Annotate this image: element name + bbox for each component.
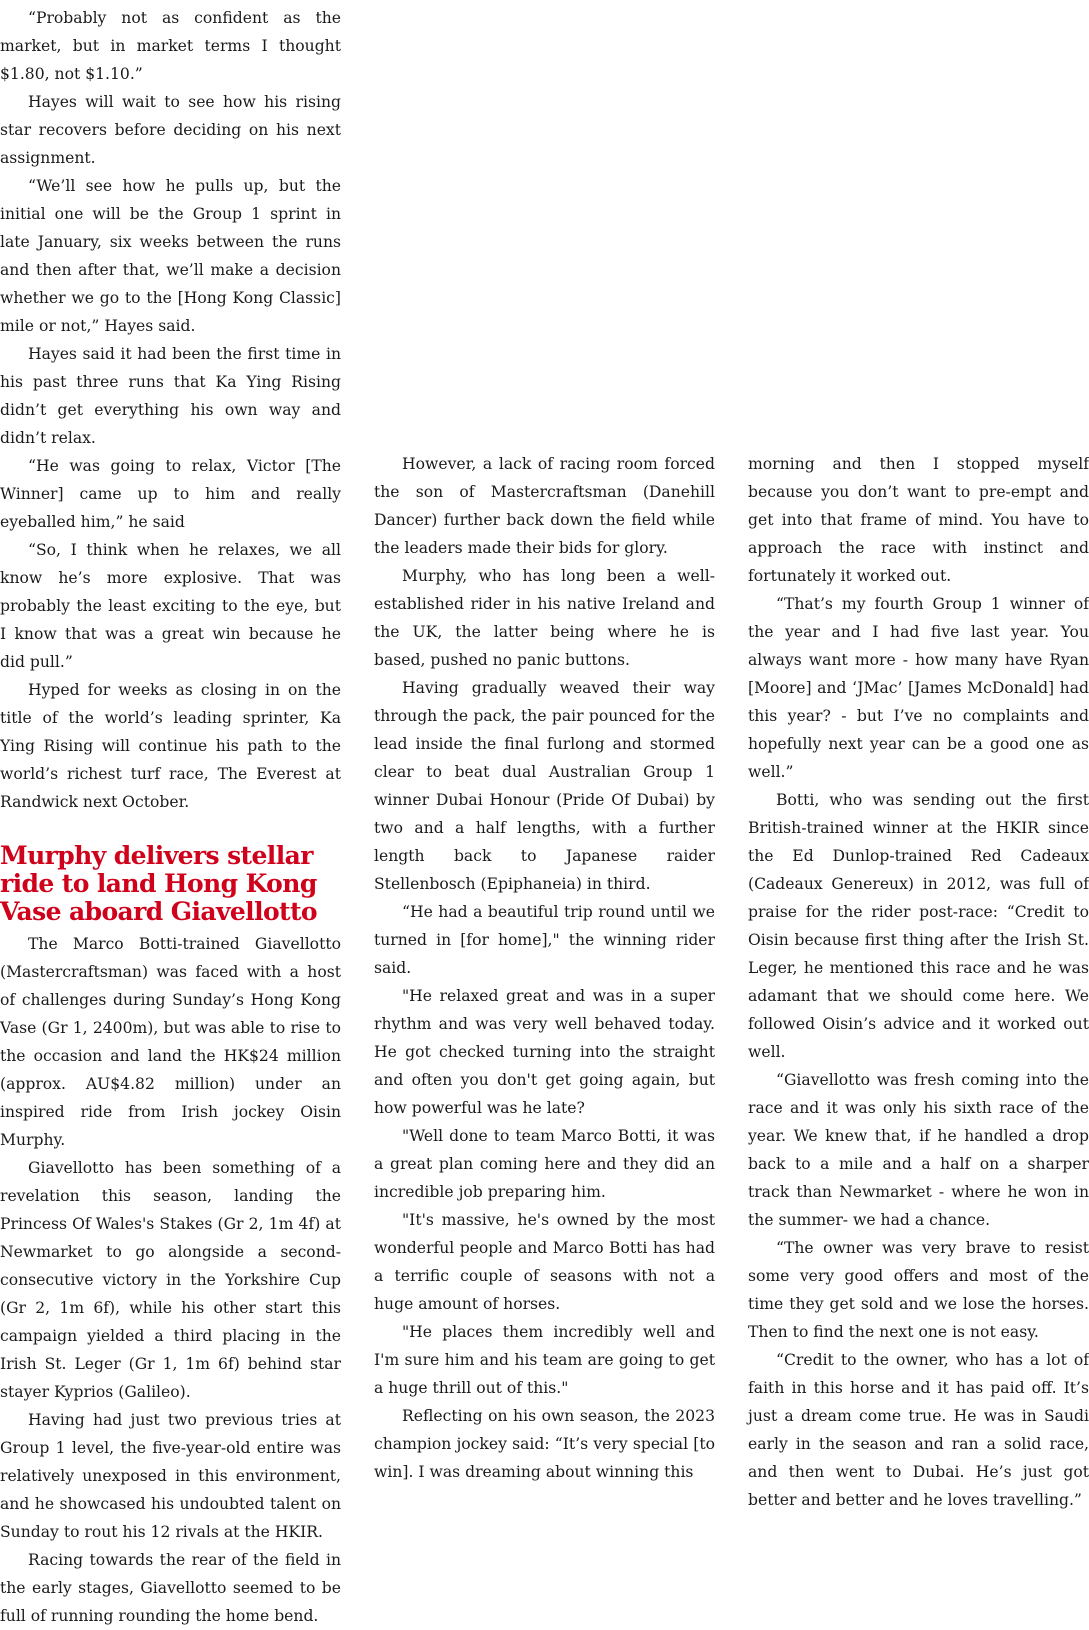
paragraph: “The owner was very brave to resist some…: [748, 1239, 1089, 1341]
paragraph: Botti, who was sending out the first Bri…: [748, 791, 1089, 1061]
paragraph: Murphy, who has long been a well-establi…: [374, 567, 715, 669]
paragraph: Having had just two previous tries at Gr…: [0, 1411, 341, 1541]
paragraph: "It's massive, he's owned by the most wo…: [374, 1211, 715, 1313]
paragraph: “So, I think when he relaxes, we all kno…: [0, 541, 341, 671]
paragraph: Reflecting on his own season, the 2023 c…: [374, 1407, 715, 1481]
paragraph: Hayes said it had been the first time in…: [0, 345, 341, 447]
paragraph: "He relaxed great and was in a super rhy…: [374, 987, 715, 1117]
paragraph: Having gradually weaved their way throug…: [374, 679, 715, 893]
paragraph: “He had a beautiful trip round until we …: [374, 903, 715, 977]
paragraph: “Credit to the owner, who has a lot of f…: [748, 1351, 1089, 1509]
paragraph: “We’ll see how he pulls up, but the init…: [0, 177, 341, 335]
paragraph-continuation: morning and then I stopped myself becaus…: [748, 455, 1089, 585]
paragraph: “He was going to relax, Victor [The Winn…: [0, 457, 341, 531]
article-column-1: “Probably not as confident as the market…: [0, 4, 341, 1630]
paragraph: “Probably not as confident as the market…: [0, 9, 341, 83]
paragraph: Hayes will wait to see how his rising st…: [0, 93, 341, 167]
paragraph: Hyped for weeks as closing in on the tit…: [0, 681, 341, 811]
paragraph: The Marco Botti-trained Giavellotto (Mas…: [0, 935, 341, 1149]
article-column-3: morning and then I stopped myself becaus…: [748, 450, 1089, 1514]
paragraph: However, a lack of racing room forced th…: [374, 455, 715, 557]
paragraph: “That’s my fourth Group 1 winner of the …: [748, 595, 1089, 781]
paragraph: “Giavellotto was fresh coming into the r…: [748, 1071, 1089, 1229]
paragraph: "Well done to team Marco Botti, it was a…: [374, 1127, 715, 1201]
paragraph: Giavellotto has been something of a reve…: [0, 1159, 341, 1401]
article-column-2: However, a lack of racing room forced th…: [374, 450, 715, 1486]
paragraph: Racing towards the rear of the field in …: [0, 1551, 341, 1625]
article-headline: Murphy delivers stellar ride to land Hon…: [0, 841, 318, 926]
paragraph: "He places them incredibly well and I'm …: [374, 1323, 715, 1397]
